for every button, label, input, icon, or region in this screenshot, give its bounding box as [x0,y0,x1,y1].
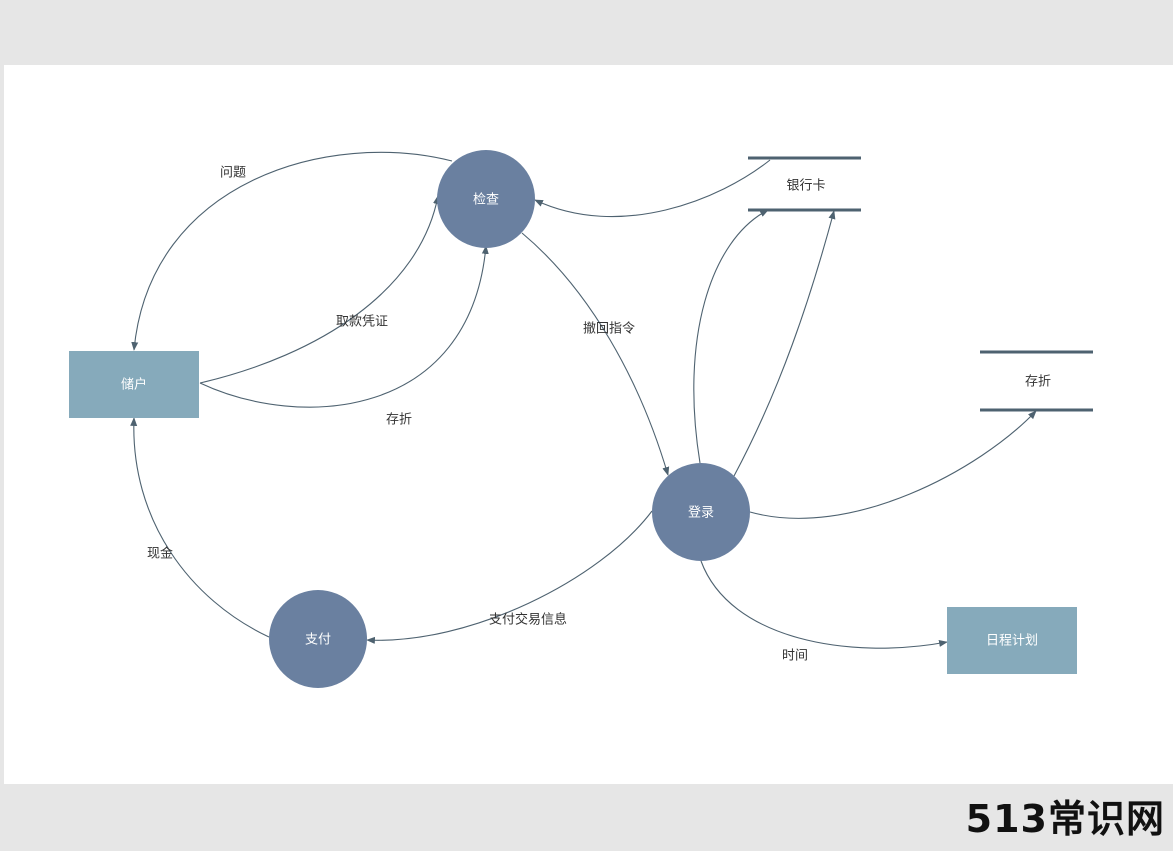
edge-revoke-instruction [521,232,670,476]
process-check-label: 检查 [473,193,499,208]
store-passbook: 存折 [980,350,1093,412]
entity-schedule-label: 日程计划 [986,634,1038,649]
edge-label-question: 问题 [220,166,246,181]
process-login: 登录 [652,463,750,561]
edge-label-revoke-instruction: 撤回指令 [583,321,635,337]
edge-label-passbook: 存折 [386,413,412,428]
entity-depositor: 储户 [69,351,199,418]
store-bank-card-label: 银行卡 [786,179,825,194]
edge-label-payment-info: 支付交易信息 [489,612,567,628]
entity-schedule: 日程计划 [947,607,1077,674]
edge-question [131,151,453,351]
edge-login-to-bankcard-1 [693,209,769,464]
edge-time [700,560,948,649]
process-pay: 支付 [269,590,367,688]
process-check: 检查 [437,150,535,248]
edge-login-to-bankcard-2 [733,210,836,477]
process-pay-label: 支付 [305,633,331,648]
edge-bankcard-to-check [534,159,771,218]
edge-login-to-passbook [749,410,1037,519]
site-watermark: 513常识网 [965,797,1165,841]
edge-withdraw-voucher [199,195,440,384]
edge-label-time: 时间 [782,649,808,664]
entity-depositor-label: 储户 [121,377,147,393]
store-bank-card: 银行卡 [748,156,861,212]
edge-label-cash: 现金 [147,546,173,562]
edge-passbook [199,245,489,408]
process-login-label: 登录 [688,506,714,521]
edge-payment-info [366,510,653,644]
store-passbook-label: 存折 [1025,375,1051,390]
edge-label-withdraw-voucher: 取款凭证 [336,315,388,330]
edge-cash [130,417,270,638]
